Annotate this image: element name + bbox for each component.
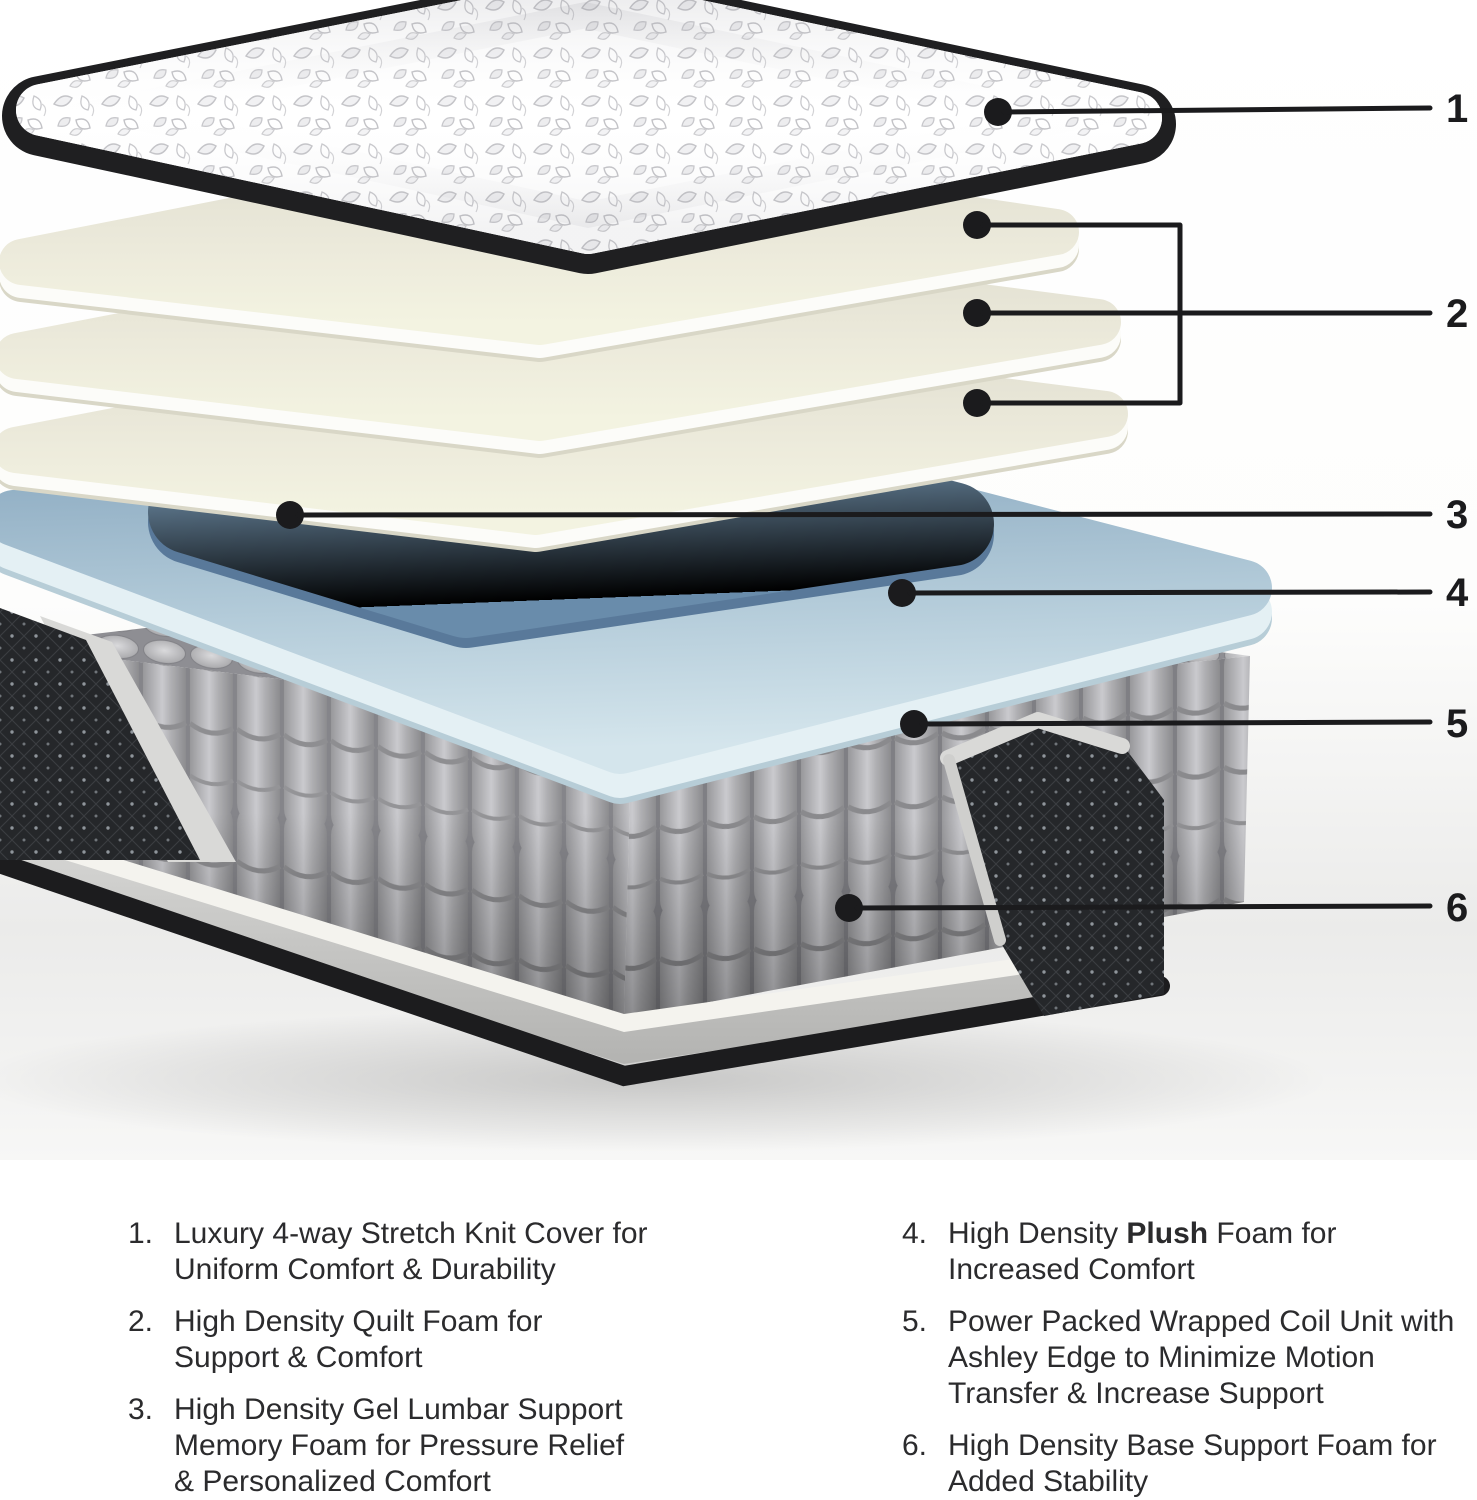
callout-line-6: [854, 903, 1433, 911]
legend-item-number: 2.: [128, 1305, 154, 1338]
legend-column-right: 4. High Density Plush Foam for Increased…: [902, 1216, 1477, 1500]
callout-number-6: 6: [1446, 886, 1468, 930]
legend-item-5: 5. Power Packed Wrapped Coil Unit with A…: [902, 1304, 1477, 1412]
callout-dot-2a: [963, 211, 991, 239]
callout-dot-4: [888, 579, 916, 607]
base-support-foam-layer: [0, 608, 1170, 1087]
callout-number-4: 4: [1446, 571, 1469, 615]
callout-bracket-2: [980, 222, 1433, 406]
right-edge-trim-top: [940, 712, 1130, 766]
callout-number-3: 3: [1446, 493, 1468, 537]
legend-item-text: High Density Plush Foam for Increased Co…: [948, 1217, 1337, 1286]
legend-item-number: 6.: [902, 1429, 928, 1462]
callout-dot-2b: [963, 299, 991, 327]
left-edge-fabric-panel: [0, 608, 200, 860]
floor-shadow: [0, 1008, 1330, 1152]
legend-item-number: 1.: [128, 1217, 154, 1250]
legend-item-4: 4. High Density Plush Foam for Increased…: [902, 1216, 1477, 1288]
callout-line-1: [1001, 105, 1433, 115]
callout-number-5: 5: [1446, 702, 1468, 746]
callout-line-5: [919, 719, 1433, 727]
legend-item-text: High Density Gel Lumbar Support Memory F…: [174, 1393, 625, 1498]
callout-line-3: [295, 511, 1433, 518]
callout-dot-1: [984, 98, 1012, 126]
callout-dot-3: [276, 501, 304, 529]
legend-item-6: 6. High Density Base Support Foam for Ad…: [902, 1428, 1477, 1500]
legend-item-number: 5.: [902, 1305, 928, 1338]
base-bottom-piping: [0, 854, 1170, 1087]
legend-item-text: High Density Quilt Foam for Support & Co…: [174, 1305, 543, 1374]
legend-item-text: High Density Base Support Foam for Added…: [948, 1429, 1437, 1498]
callout-dot-5: [900, 710, 928, 738]
diagram-canvas: 1 2 3 4 5 6: [0, 0, 1477, 1160]
callout-dot-6: [835, 894, 863, 922]
base-foam-lip: [0, 822, 1162, 1034]
callout-dot-2c: [963, 389, 991, 417]
legend-item-2: 2. High Density Quilt Foam for Support &…: [128, 1304, 738, 1376]
legend-item-text: Luxury 4-way Stretch Knit Cover for Unif…: [174, 1217, 648, 1286]
legend-column-left: 1. Luxury 4-way Stretch Knit Cover for U…: [128, 1216, 738, 1500]
callouts: 1 2 3 4 5 6: [276, 87, 1469, 930]
legend-item-1: 1. Luxury 4-way Stretch Knit Cover for U…: [128, 1216, 738, 1288]
legend-item-number: 3.: [128, 1393, 154, 1426]
legend-item-text: Power Packed Wrapped Coil Unit with Ashl…: [948, 1305, 1455, 1410]
legend-item-3: 3. High Density Gel Lumbar Support Memor…: [128, 1392, 738, 1500]
legend-item-number: 4.: [902, 1217, 928, 1250]
base-foam-face: [0, 840, 1162, 1064]
callout-number-2: 2: [1446, 292, 1468, 336]
callout-number-1: 1: [1446, 87, 1468, 131]
callout-line-4: [907, 589, 1433, 596]
